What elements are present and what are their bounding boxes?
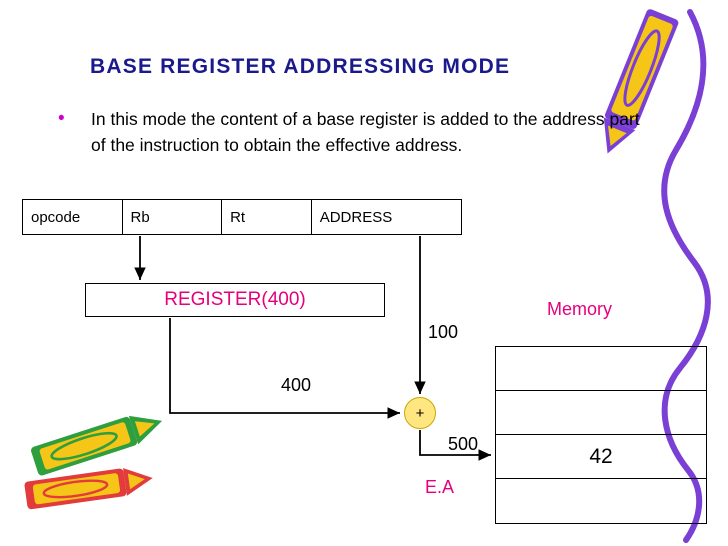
instr-field-rb: Rb [123, 200, 223, 234]
instr-field-address: ADDRESS [319, 208, 393, 226]
bullet-marker-icon: • [58, 108, 65, 129]
instruction-format-box: opcode Rb Rt ADDRESS [22, 199, 462, 235]
register-box: REGISTER(400) [85, 283, 385, 317]
memory-block: 42 [495, 346, 707, 524]
bullet-block: • In this mode the content of a base reg… [58, 106, 648, 158]
page-title: BASE REGISTER ADDRESSING MODE [90, 55, 511, 78]
label-effective-address: E.A [425, 477, 455, 497]
adder-node: + [404, 397, 436, 429]
crayon-bottom-left-red [24, 468, 153, 510]
bullet-text: In this mode the content of a base regis… [91, 109, 640, 155]
instr-field-opcode: opcode [23, 200, 123, 234]
label-sum-value: 500 [448, 434, 479, 454]
label-address-value: 100 [428, 322, 459, 342]
adder-symbol: + [415, 404, 425, 422]
memory-cell [496, 391, 706, 435]
memory-title: Memory [547, 299, 613, 319]
crayon-bottom-left-green [31, 415, 163, 476]
arrow-register-to-adder [169, 318, 400, 419]
memory-cell [496, 347, 706, 391]
label-register-value: 400 [281, 375, 312, 395]
instr-field-rt: Rt [222, 200, 312, 234]
memory-cell [496, 479, 706, 523]
register-box-label: REGISTER(400) [164, 289, 306, 310]
memory-cell-value: 42 [496, 435, 706, 479]
